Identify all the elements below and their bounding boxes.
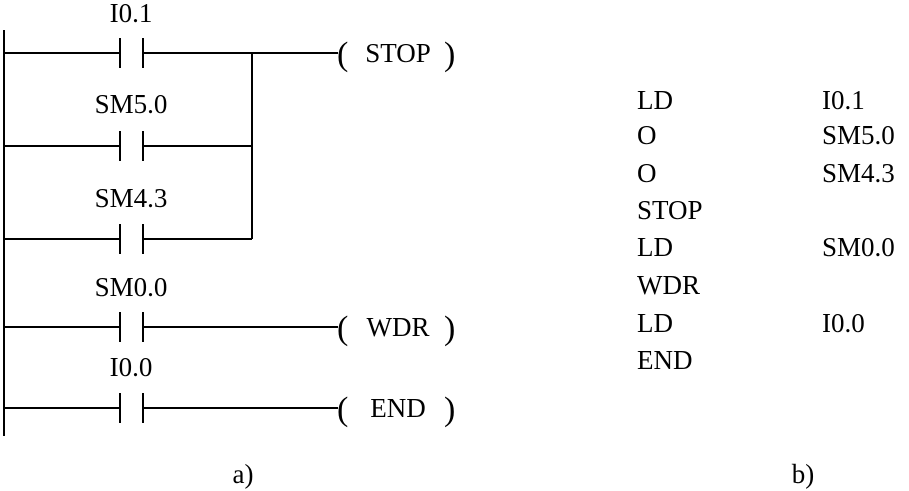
coil-right-paren: ) [444,36,455,73]
contact-label-i0-0: I0.0 [110,352,153,382]
il-operand: I0.1 [822,85,865,115]
coil-left-paren: ( [337,36,348,73]
coil-label-wdr: WDR [367,312,430,342]
contact-label-i0-1: I0.1 [110,0,153,28]
coil-label-end: END [370,393,426,423]
il-op: O [637,120,657,150]
il-operand: SM4.3 [822,158,895,188]
il-operand: SM5.0 [822,120,895,150]
coil-right-paren: ) [444,310,455,347]
contact-label-sm4-3: SM4.3 [95,183,168,213]
rung-wdr: SM0.0 ( WDR ) [4,272,455,347]
rung-end: I0.0 ( END ) [4,352,455,428]
contact-label-sm0-0: SM0.0 [95,272,168,302]
il-operand: I0.0 [822,308,865,338]
caption-b: b) [792,459,815,489]
coil-label-stop: STOP [365,38,431,68]
il-op: LD [637,85,673,115]
il-operand: SM0.0 [822,232,895,262]
instruction-list: LD I0.1 O SM5.0 O SM4.3 STOP LD SM0.0 WD… [637,85,895,489]
il-op: WDR [637,270,700,300]
il-op: END [637,345,693,375]
il-op: STOP [637,195,703,225]
contact-label-sm5-0: SM5.0 [95,89,168,119]
ladder-diagram: I0.1 ( STOP ) SM5.0 SM4.3 [3,0,455,489]
coil-left-paren: ( [337,310,348,347]
il-op: LD [637,308,673,338]
caption-a: a) [233,459,254,489]
coil-right-paren: ) [444,391,455,428]
il-op: O [637,158,657,188]
coil-left-paren: ( [337,391,348,428]
il-op: LD [637,232,673,262]
rung-stop: I0.1 ( STOP ) SM5.0 SM4.3 [4,0,455,254]
